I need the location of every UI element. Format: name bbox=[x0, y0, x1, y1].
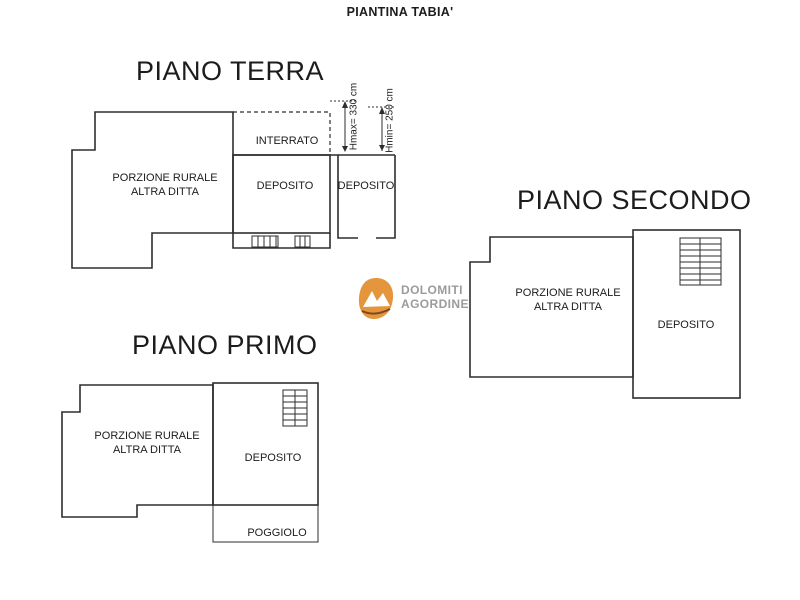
heading-piano-primo: PIANO PRIMO bbox=[132, 330, 318, 360]
secondo-stairs-icon bbox=[679, 237, 722, 286]
terra-stair-box-2 bbox=[294, 235, 311, 248]
primo-label-poggiolo: POGGIOLO bbox=[247, 527, 307, 539]
terra-dimension-hmax: Hmax= 330 cm bbox=[348, 82, 360, 151]
logo-text: DOLOMITI AGORDINE bbox=[401, 283, 469, 311]
terra-dimension-lines bbox=[330, 100, 395, 151]
terra-label-interrato: INTERRATO bbox=[255, 135, 319, 147]
page-title: PIANTINA TABIA' bbox=[346, 5, 454, 19]
terra-deposito2-room bbox=[337, 155, 396, 239]
secondo-deposito-room bbox=[632, 229, 741, 399]
dolomiti-agordine-logo-icon bbox=[358, 278, 394, 320]
logo-base-curve bbox=[361, 308, 391, 315]
primo-poggiolo-outline bbox=[212, 504, 319, 543]
heading-piano-secondo: PIANO SECONDO bbox=[517, 185, 752, 215]
terra-left-room-outline bbox=[71, 111, 234, 269]
terra-label-deposito-2: DEPOSITO bbox=[337, 180, 395, 192]
secondo-label-deposito: DEPOSITO bbox=[657, 319, 715, 331]
primo-label-porzione-rurale: PORZIONE RURALE ALTRA DITTA bbox=[94, 430, 200, 457]
terra-lower-strip bbox=[232, 233, 331, 249]
heading-piano-terra: PIANO TERRA bbox=[136, 56, 325, 86]
terra-label-porzione-rurale: PORZIONE RURALE ALTRA DITTA bbox=[112, 172, 218, 199]
plan-piano-secondo bbox=[469, 229, 741, 399]
plan-piano-terra bbox=[71, 100, 396, 269]
terra-dimension-hmin: Hmin= 250 cm bbox=[384, 88, 396, 153]
primo-stairs-icon bbox=[282, 389, 308, 427]
logo-text-line1: DOLOMITI bbox=[401, 283, 463, 297]
terra-dimension-arrows bbox=[342, 101, 385, 152]
terra-stair-box-1 bbox=[251, 235, 279, 248]
logo-mountains bbox=[363, 291, 390, 307]
secondo-label-porzione-rurale: PORZIONE RURALE ALTRA DITTA bbox=[515, 287, 621, 314]
terra-label-deposito-1: DEPOSITO bbox=[256, 180, 314, 192]
terra-deposito1-room bbox=[232, 154, 331, 234]
primo-deposito-room bbox=[212, 382, 319, 506]
plan-piano-primo bbox=[61, 382, 319, 543]
primo-label-deposito: DEPOSITO bbox=[244, 452, 302, 464]
logo-text-line2: AGORDINE bbox=[401, 297, 469, 311]
